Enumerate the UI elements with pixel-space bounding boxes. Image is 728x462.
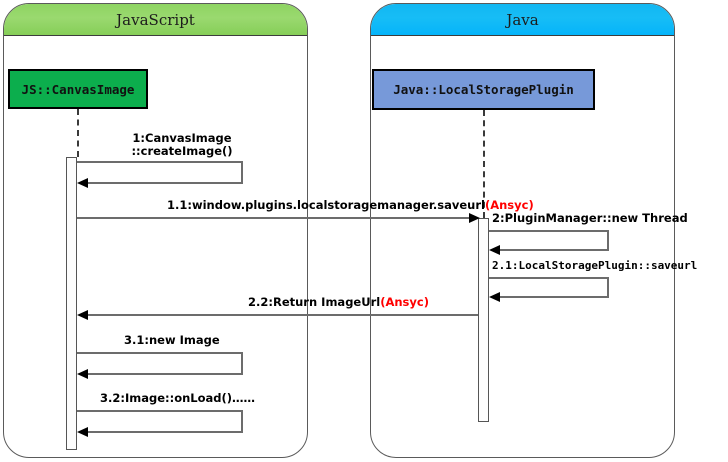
message-1.1-arrowhead	[469, 213, 480, 223]
message-label-1-line1: 1:CanvasImage	[132, 131, 232, 145]
message-1-return-line	[86, 182, 243, 184]
message-label-2.2: 2.2:Return ImageUrl(Ansyc)	[248, 296, 429, 309]
message-label-2-text: 2:PluginManager::new Thread	[492, 211, 688, 225]
message-2-out-line	[489, 230, 609, 232]
message-3.2-turn-line	[241, 410, 243, 432]
message-3.1-return-line	[86, 373, 243, 375]
message-2.1-out-line	[489, 277, 609, 279]
message-label-1.1-async: (Ansyc)	[484, 198, 534, 212]
message-label-1-line2: ::createImage()	[131, 144, 233, 158]
message-label-2: 2:PluginManager::new Thread	[492, 212, 688, 225]
message-label-2.1: 2.1:LocalStoragePlugin::saveurl	[492, 259, 697, 272]
panel-javascript-header: JavaScript	[4, 4, 307, 36]
panel-java-header: Java	[371, 4, 674, 36]
message-3.1-arrowhead	[77, 369, 88, 379]
message-label-3.2-text: 3.2:Image::onLoad()……	[100, 391, 256, 405]
message-label-1.1: 1.1:window.plugins.localstoragemanager.s…	[167, 199, 534, 212]
message-3.2-return-line	[86, 431, 243, 433]
message-3.2-out-line	[77, 410, 243, 412]
message-label-1.1-text: 1.1:window.plugins.localstoragemanager.s…	[167, 198, 485, 212]
message-label-2.2-text: 2.2:Return ImageUrl	[248, 295, 381, 309]
message-label-3.2: 3.2:Image::onLoad()……	[100, 392, 255, 405]
message-3.1-turn-line	[241, 352, 243, 374]
message-label-1: 1:CanvasImage ::createImage()	[107, 132, 257, 158]
message-2.2-arrowhead	[77, 310, 88, 320]
panel-javascript-title: JavaScript	[116, 10, 195, 29]
lifeline-label-js: JS::CanvasImage	[21, 81, 135, 97]
message-label-3.1: 3.1:new Image	[124, 334, 220, 347]
message-1-out-line	[77, 161, 243, 163]
message-2-arrowhead	[489, 245, 500, 255]
lifeline-dash-java	[483, 110, 485, 218]
lifeline-box-js-canvasimage[interactable]: JS::CanvasImage	[8, 69, 148, 109]
message-2.1-turn-line	[607, 277, 609, 297]
message-label-3.1-text: 3.1:new Image	[124, 333, 220, 347]
lifeline-label-java: Java::LocalStoragePlugin	[393, 82, 574, 97]
message-3.1-out-line	[77, 352, 243, 354]
message-2-return-line	[498, 249, 609, 251]
message-label-2.2-async: (Ansyc)	[380, 295, 429, 309]
activation-bar-js	[66, 157, 77, 450]
message-2.2-line	[86, 314, 478, 316]
message-2.1-arrowhead	[489, 292, 500, 302]
activation-bar-java	[478, 218, 489, 422]
message-1-arrowhead	[77, 178, 88, 188]
panel-java-title: Java	[506, 10, 539, 29]
message-2-turn-line	[607, 230, 609, 250]
lifeline-box-java-localstorageplugin[interactable]: Java::LocalStoragePlugin	[372, 69, 595, 110]
lifeline-dash-js	[77, 109, 79, 157]
message-2.1-return-line	[498, 296, 609, 298]
message-label-2.1-text: 2.1:LocalStoragePlugin::saveurl	[492, 259, 698, 272]
message-3.2-arrowhead	[77, 427, 88, 437]
message-1-turn-line	[241, 161, 243, 183]
message-1.1-line	[77, 217, 471, 219]
